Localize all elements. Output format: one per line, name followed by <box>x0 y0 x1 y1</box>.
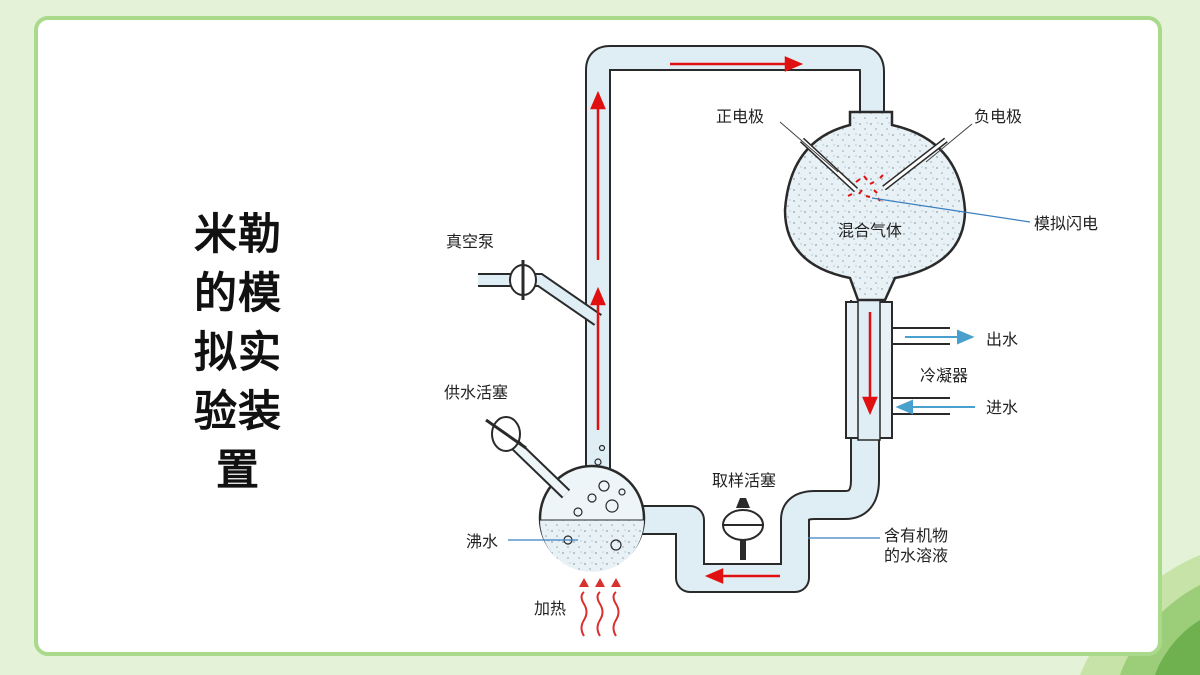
title-line: 拟实 <box>194 328 282 378</box>
vacuum-stopcock <box>509 260 537 300</box>
label-positive-electrode: 正电极 <box>716 107 764 126</box>
water-supply-stopcock <box>485 416 571 499</box>
glass-tubing <box>478 45 885 593</box>
condenser-jacket <box>845 289 950 441</box>
label-vacuum-pump: 真空泵 <box>446 232 494 251</box>
title-line: 米勒 <box>194 210 282 260</box>
label-negative-electrode: 负电极 <box>974 107 1022 126</box>
label-simulated-lightning: 模拟闪电 <box>1034 214 1098 233</box>
leader-lines <box>508 121 1031 541</box>
label-water-supply-stopcock: 供水活塞 <box>444 383 508 402</box>
flow-arrows <box>590 56 878 584</box>
label-boiling-water: 沸水 <box>466 532 498 551</box>
gas-chamber <box>783 110 967 302</box>
heat-arrows <box>579 578 621 637</box>
label-water-in: 进水 <box>986 398 1018 417</box>
label-organic-solution-line2: 的水溶液 <box>884 546 948 565</box>
title-line: 验装 <box>194 387 282 437</box>
label-organic-solution-line1: 含有机物 <box>884 526 948 545</box>
label-mixed-gas: 混合气体 <box>838 221 902 240</box>
sampling-stopcock <box>722 498 764 560</box>
label-condenser: 冷凝器 <box>920 366 968 385</box>
boiling-flask <box>538 444 646 572</box>
label-sampling-stopcock: 取样活塞 <box>712 471 776 490</box>
water-arrows <box>895 329 975 415</box>
slide-title: 米勒 的模 拟实 验装 置 <box>178 206 298 501</box>
title-line: 的模 <box>194 269 282 319</box>
label-water-out: 出水 <box>986 330 1018 349</box>
spark <box>847 174 884 202</box>
title-line: 置 <box>216 446 260 496</box>
label-heating: 加热 <box>534 599 566 618</box>
